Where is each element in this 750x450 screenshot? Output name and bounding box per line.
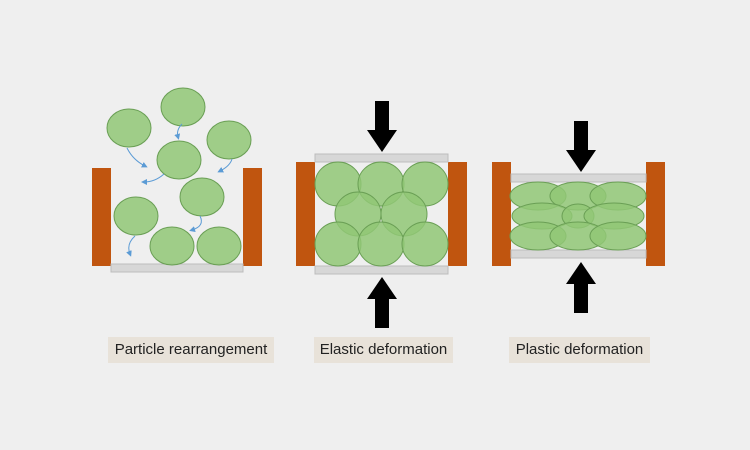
particle bbox=[113, 196, 159, 236]
right-die-wall bbox=[646, 162, 665, 266]
down-arrow-icon bbox=[566, 121, 596, 172]
motion-arrow bbox=[126, 147, 148, 168]
particle bbox=[314, 221, 362, 267]
up-arrow-icon bbox=[367, 277, 397, 328]
down-arrow-icon bbox=[367, 101, 397, 152]
label-elastic-deformation: Elastic deformation bbox=[314, 337, 453, 363]
lower-punch bbox=[314, 265, 449, 275]
panel-particle-rearrangement bbox=[92, 87, 262, 273]
label-particle-rearrangement: Particle rearrangement bbox=[108, 337, 274, 363]
upper-punch bbox=[510, 173, 647, 183]
label-plastic-deformation: Plastic deformation bbox=[509, 337, 650, 363]
lower-punch bbox=[510, 249, 647, 259]
particle bbox=[401, 221, 449, 267]
particle bbox=[106, 108, 152, 148]
particle bbox=[589, 221, 647, 251]
motion-arrow bbox=[217, 158, 233, 173]
up-arrow-icon bbox=[566, 262, 596, 313]
motion-arrow bbox=[126, 235, 136, 257]
particle bbox=[357, 221, 405, 267]
left-die-wall bbox=[92, 168, 111, 266]
panel-plastic-deformation bbox=[492, 121, 665, 313]
particle bbox=[149, 226, 195, 266]
left-die-wall bbox=[296, 162, 315, 266]
particle bbox=[179, 177, 225, 217]
upper-punch bbox=[314, 153, 449, 163]
particle bbox=[160, 87, 206, 127]
lower-punch bbox=[110, 263, 244, 273]
left-die-wall bbox=[492, 162, 511, 266]
motion-arrow bbox=[189, 215, 202, 232]
right-die-wall bbox=[243, 168, 262, 266]
particle bbox=[196, 226, 242, 266]
particle bbox=[156, 140, 202, 180]
panel-elastic-deformation bbox=[296, 101, 467, 328]
particle bbox=[206, 120, 252, 160]
right-die-wall bbox=[448, 162, 467, 266]
motion-arrow bbox=[141, 173, 165, 185]
motion-arrow bbox=[174, 123, 183, 140]
